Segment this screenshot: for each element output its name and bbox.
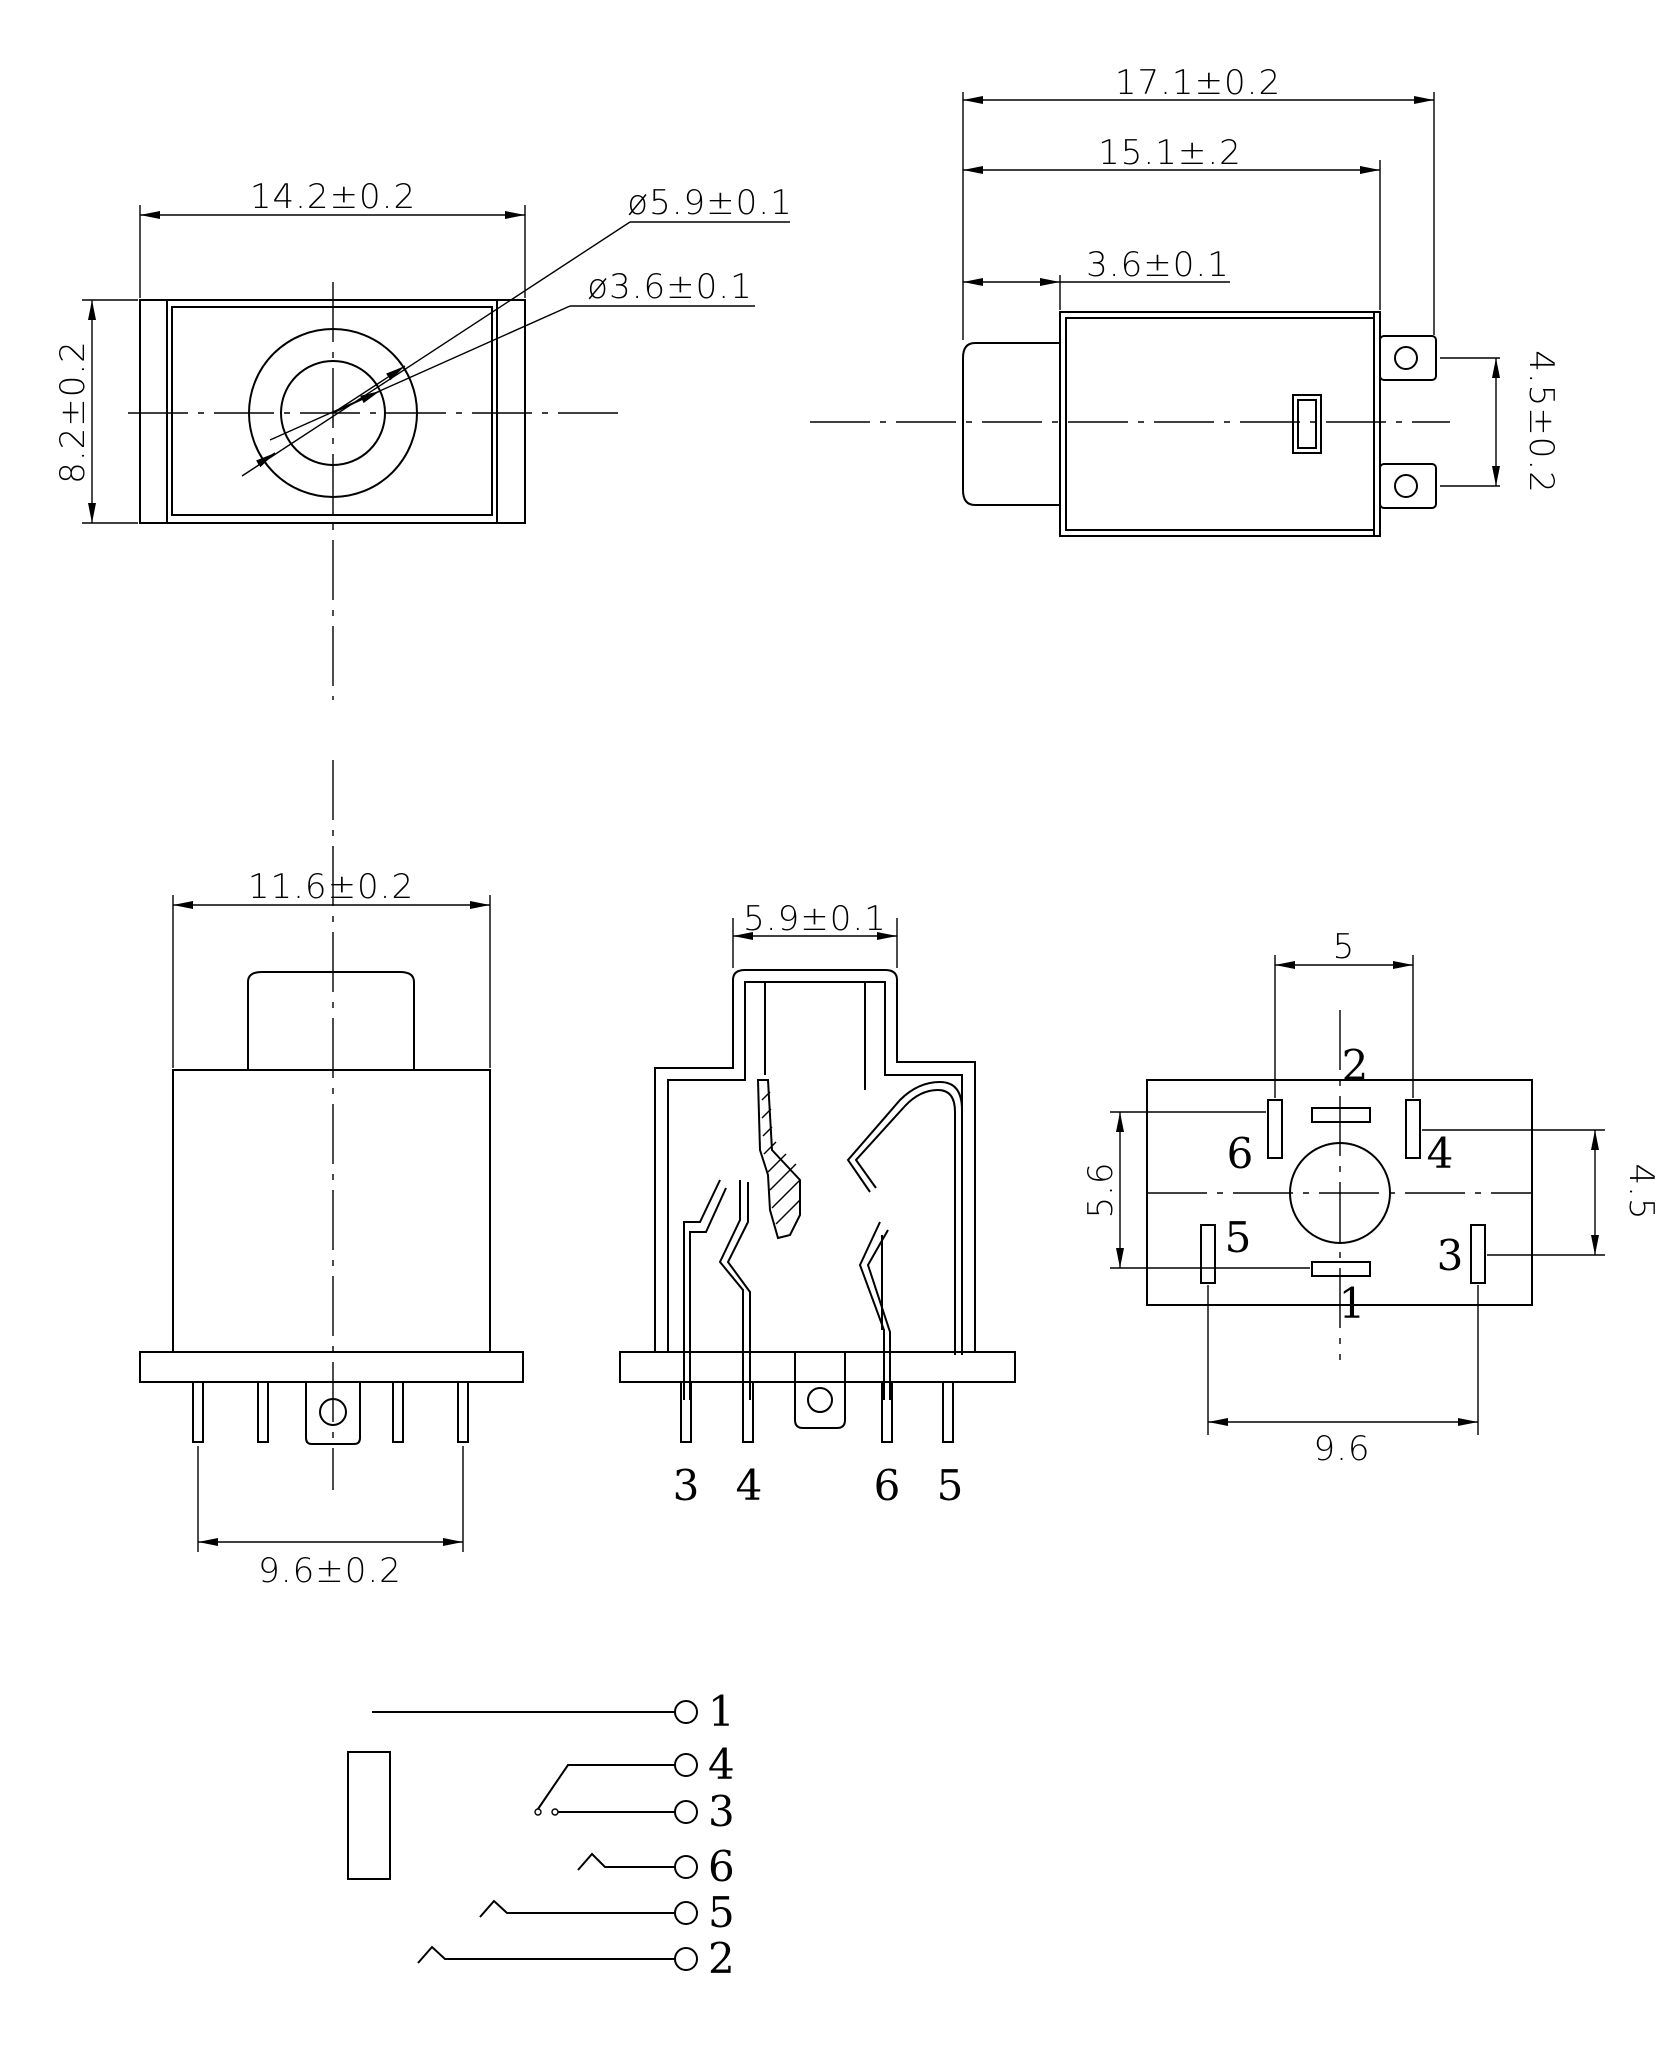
schematic: 1 4 3 6 5 2 <box>347 1687 735 1983</box>
pcb-pad-6 <box>1267 1099 1283 1159</box>
pcb-pad-1 <box>1311 1261 1371 1277</box>
inner-diameter-label: ø3.6±0.1 <box>587 267 752 307</box>
section-pin-label: 5 <box>937 1461 964 1510</box>
front-height-label: 8.2±0.2 <box>53 340 93 484</box>
bottom-nose <box>247 971 415 1070</box>
pcb-pin-label: 6 <box>1227 1129 1254 1178</box>
bottom-flange <box>139 1351 524 1383</box>
side-tab-top <box>1379 335 1437 381</box>
bottom-width-label: 11.6±0.2 <box>248 867 414 907</box>
front-inner-frame <box>171 306 493 516</box>
schematic-terminal-2 <box>674 1947 698 1971</box>
schematic-terminal-5 <box>674 1901 698 1925</box>
bottom-pin-span-label: 9.6±0.2 <box>258 1551 402 1591</box>
outer-diameter-label: ø5.9±0.1 <box>627 183 792 223</box>
side-tab-bottom <box>1379 463 1437 509</box>
schematic-pin-label: 2 <box>708 1934 735 1983</box>
pcb-right-label: 4.5 <box>1621 1163 1661 1220</box>
pcb-pad-5 <box>1200 1224 1216 1284</box>
schematic-terminal-6 <box>674 1855 698 1879</box>
section-pin-label: 3 <box>673 1461 700 1510</box>
schematic-plug-symbol <box>347 1751 391 1880</box>
front-view: 14.2±0.2 8.2±0.2 ø5.9±0.1 ø3.6±0.1 <box>53 177 792 700</box>
schematic-pin-label: 5 <box>708 1888 735 1937</box>
schematic-terminal-1 <box>674 1700 698 1724</box>
side-nose <box>962 342 1060 506</box>
pcb-pad-4 <box>1405 1099 1421 1159</box>
schematic-pin-label: 6 <box>708 1842 735 1891</box>
section-pin-label: 4 <box>736 1461 763 1510</box>
section-flange <box>619 1351 1016 1383</box>
pcb-pin-label: 2 <box>1342 1041 1369 1090</box>
section-pin-label: 6 <box>874 1461 901 1510</box>
pcb-pad-3 <box>1470 1224 1486 1284</box>
pcb-pin-label: 1 <box>1339 1279 1366 1328</box>
section-hatched-contact <box>756 1079 801 1240</box>
front-width-label: 14.2±0.2 <box>250 177 416 217</box>
section-outline <box>654 969 976 1352</box>
schematic-pin-label: 1 <box>708 1687 735 1736</box>
side-nose-label: 3.6±0.1 <box>1086 245 1230 285</box>
schematic-terminal-3 <box>674 1800 698 1824</box>
schematic-pin-label: 4 <box>708 1740 735 1789</box>
section-width-label: 5.9±0.1 <box>743 899 887 939</box>
pcb-pin-label: 3 <box>1437 1231 1464 1280</box>
pcb-pad-2 <box>1311 1107 1371 1123</box>
pcb-footprint: 5 5.6 4.5 9.6 2 6 4 5 3 1 <box>1081 927 1661 1469</box>
side-overall-label: 17.1±0.2 <box>1115 63 1281 103</box>
section-view: 5.9±0.1 3 4 6 5 <box>619 899 1016 1510</box>
bottom-body <box>172 1069 491 1353</box>
schematic-terminal-4 <box>674 1753 698 1777</box>
side-view: 17.1±0.2 15.1±.2 3.6±0.1 4.5±0.2 <box>810 63 1561 537</box>
pcb-left-label: 5.6 <box>1081 1161 1121 1218</box>
pcb-pin-label: 4 <box>1427 1129 1454 1178</box>
bottom-view: 11.6±0.2 9.6±0.2 <box>139 760 524 1591</box>
pcb-bottom-label: 9.6 <box>1313 1429 1370 1469</box>
schematic-pin-label: 3 <box>708 1787 735 1836</box>
pcb-pin-label: 5 <box>1225 1213 1252 1262</box>
side-tab-pitch-label: 4.5±0.2 <box>1521 350 1561 494</box>
side-body-label: 15.1±.2 <box>1098 133 1242 173</box>
pcb-top-label: 5 <box>1333 927 1356 967</box>
side-body <box>1059 311 1381 537</box>
